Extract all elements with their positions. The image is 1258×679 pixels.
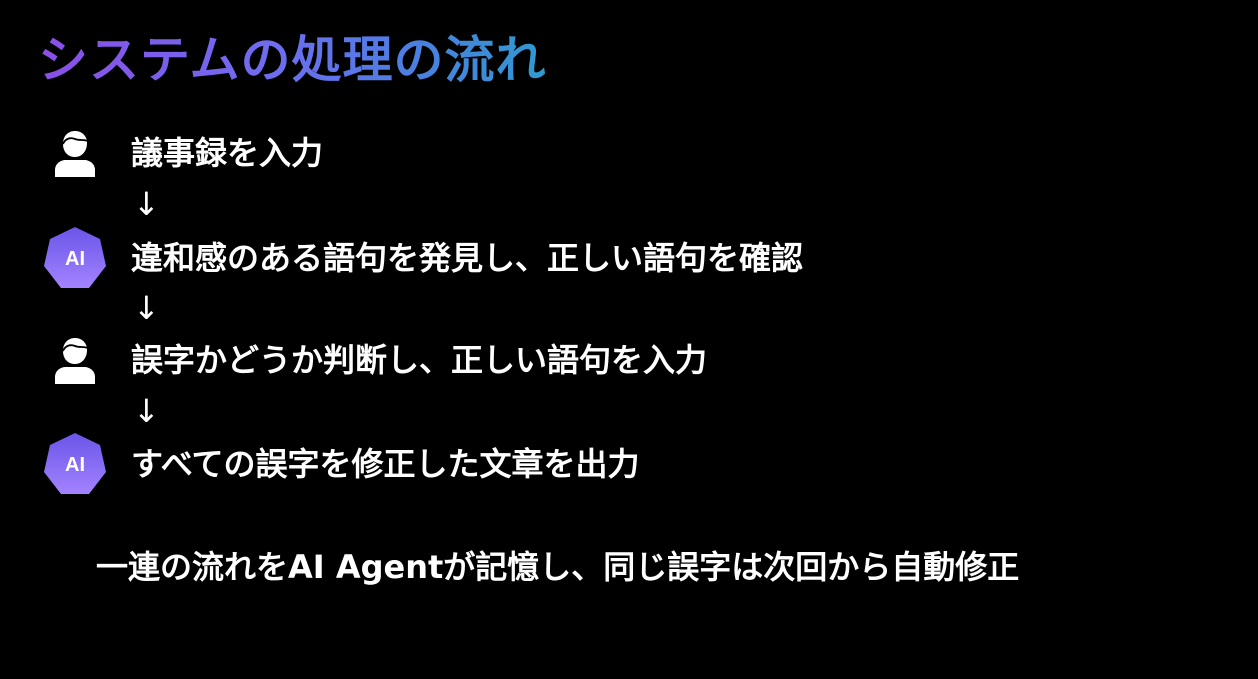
step-1-text: 議事録を入力	[131, 134, 324, 172]
flow-arrow-3: ↓	[133, 392, 160, 430]
person-icon	[40, 118, 110, 188]
flow-step-2: AI 違和感のある語句を発見し、正しい語句を確認	[40, 223, 803, 293]
step-2-text: 違和感のある語句を発見し、正しい語句を確認	[131, 239, 804, 277]
flow-step-3: 誤字かどうか判断し、正しい語句を入力	[40, 325, 707, 395]
slide-title: システムの処理の流れ	[38, 28, 547, 92]
person-icon	[40, 325, 110, 395]
flow-step-4: AI すべての誤字を修正した文章を出力	[40, 429, 639, 499]
flow-arrow-2: ↓	[133, 289, 160, 327]
summary-text: 一連の流れをAI Agentが記憶し、同じ誤字は次回から自動修正	[96, 548, 1020, 586]
ai-badge-label: AI	[65, 454, 85, 476]
flow-arrow-1: ↓	[133, 185, 160, 223]
step-3-text: 誤字かどうか判断し、正しい語句を入力	[131, 341, 708, 379]
ai-badge-icon: AI	[40, 429, 110, 499]
step-4-text: すべての誤字を修正した文章を出力	[131, 445, 640, 483]
flow-step-1: 議事録を入力	[40, 118, 323, 188]
ai-badge-label: AI	[65, 248, 85, 270]
ai-badge-icon: AI	[40, 223, 110, 293]
